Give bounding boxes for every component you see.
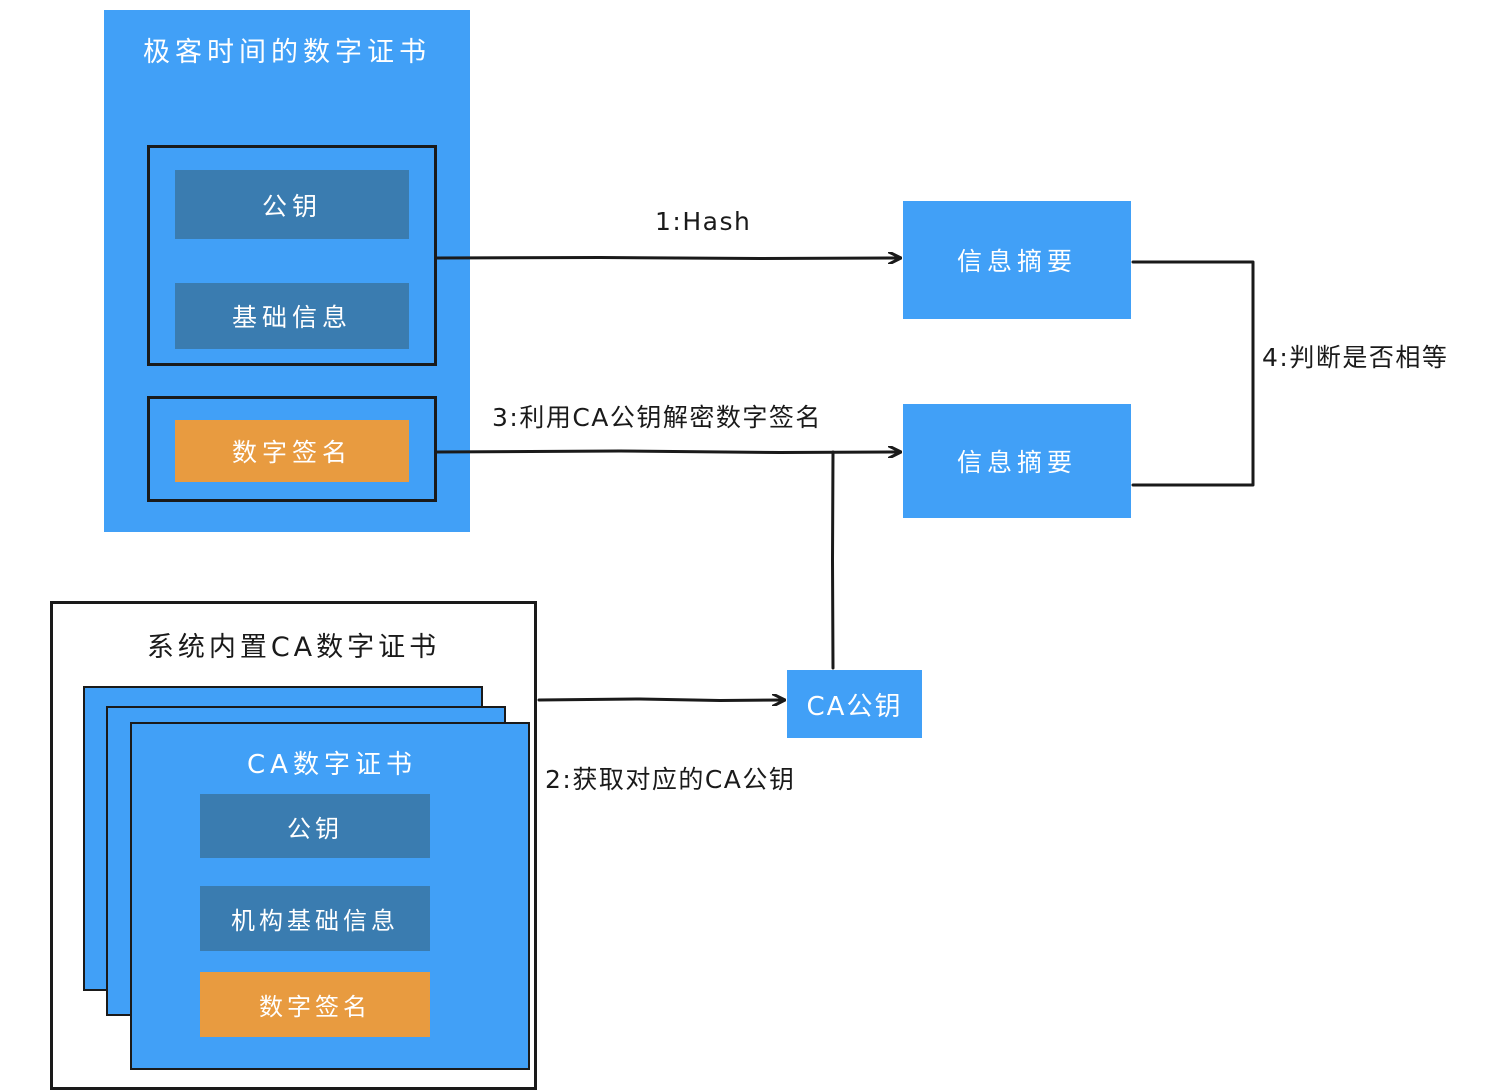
geek-cert-basic-info: 基础信息: [175, 283, 409, 349]
edge-4-label: 4:判断是否相等: [1262, 343, 1449, 372]
geek-cert-digital-signature: 数字签名: [175, 420, 409, 482]
ca-store-title: 系统内置CA数字证书: [146, 632, 441, 663]
geek-certificate-title: 极客时间的数字证书: [143, 37, 431, 68]
digest-box-top: 信息摘要: [903, 201, 1131, 319]
edge-2-label: 2:获取对应的CA公钥: [545, 765, 796, 794]
edge-4-compare-bracket: [1131, 260, 1255, 487]
ca-public-key-riser: [830, 450, 835, 670]
digest-box-bottom: 信息摘要: [903, 404, 1131, 518]
ca-cert-digital-signature: 数字签名: [200, 972, 430, 1037]
edge-2-fetch-line: [537, 699, 784, 701]
edge-3-label: 3:利用CA公钥解密数字签名: [492, 403, 822, 432]
ca-cert-org-basic-info: 机构基础信息: [200, 886, 430, 951]
ca-public-key-box: CA公钥: [787, 670, 922, 738]
edge-3-decrypt-line: [435, 451, 900, 453]
geek-cert-public-key: 公钥: [175, 170, 409, 239]
geek-cert-body-group: [147, 145, 437, 366]
ca-cert-public-key: 公钥: [200, 794, 430, 858]
edge-1-hash-line: [435, 258, 900, 259]
ca-cert-card-title: CA数字证书: [247, 750, 417, 780]
edge-1-label: 1:Hash: [655, 207, 752, 236]
geek-cert-signature-group: [147, 396, 437, 502]
ca-store-container: [50, 601, 537, 1090]
